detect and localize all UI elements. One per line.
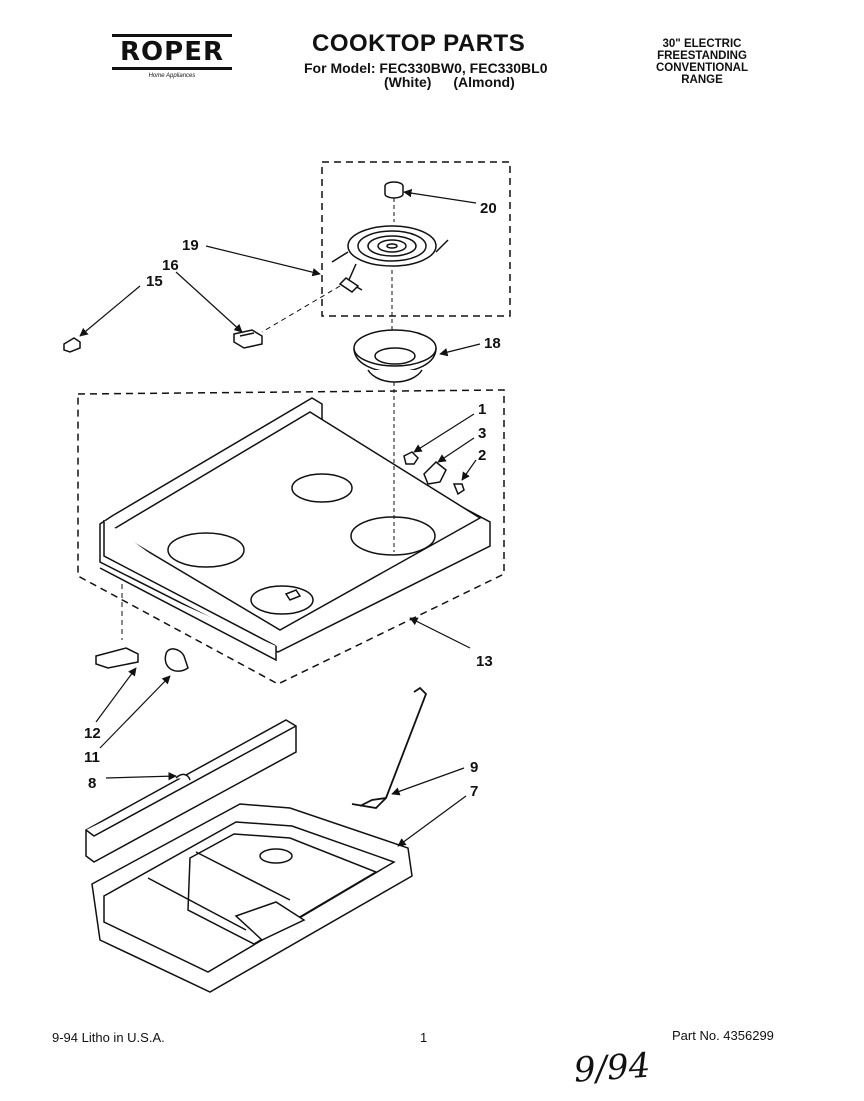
callout-7: 7 [470, 783, 478, 800]
model-line: For Model: FEC330BW0, FEC330BL0 [304, 60, 548, 76]
leader-16 [175, 271, 243, 333]
brand-name: ROPER [120, 37, 224, 67]
print-info: 9-94 Litho in U.S.A. [52, 1030, 165, 1045]
leader-8 [105, 772, 177, 781]
callout-16: 16 [162, 257, 179, 274]
part-number: Part No. 4356299 [672, 1028, 774, 1043]
page-number: 1 [420, 1030, 428, 1045]
brand-logo: ROPER Home Appliances [112, 34, 232, 79]
leader-1 [413, 413, 475, 453]
model-variants: (White) (Almond) [384, 74, 533, 90]
callout-11: 11 [84, 749, 100, 766]
bumper-part [164, 648, 189, 672]
variant-white: (White) [384, 74, 432, 90]
receptacle-part [95, 647, 139, 669]
leader-20 [403, 188, 477, 204]
tray-part [91, 803, 413, 993]
element-assembly-box [321, 161, 511, 317]
variant-almond: (Almond) [453, 74, 515, 90]
leader-18 [439, 343, 481, 357]
callout-15: 15 [146, 273, 163, 290]
callout-19: 19 [182, 237, 199, 254]
range-line-1: 30" ELECTRIC [662, 38, 742, 50]
leader-12 [95, 667, 137, 723]
callout-2: 2 [478, 447, 486, 464]
leader-7 [397, 795, 467, 847]
leader-3 [437, 437, 475, 463]
leader-11 [99, 675, 171, 749]
clip-part [63, 337, 81, 353]
range-line-3: CONVENTIONAL [656, 62, 748, 74]
surface-element-part [331, 225, 449, 293]
terminal-block-part [233, 329, 263, 349]
drip-bowl-part [353, 329, 437, 383]
nut-part [403, 451, 419, 465]
leader-9 [391, 767, 465, 796]
cooktop-assembly-box [77, 389, 505, 685]
cooktop-part [99, 397, 491, 662]
callout-20: 20 [480, 200, 497, 217]
page-title: COOKTOP PARTS [312, 30, 526, 57]
bracket-part [423, 460, 447, 485]
callout-12: 12 [84, 725, 101, 742]
trim-part [85, 719, 297, 863]
callout-9: 9 [470, 759, 478, 776]
screw-part [452, 483, 465, 496]
brand-tagline: Home Appliances [148, 73, 196, 79]
leader-2 [461, 459, 477, 481]
knob-cap-part [384, 181, 404, 199]
range-description: 30" ELECTRIC FREESTANDING CONVENTIONAL R… [642, 38, 762, 86]
callout-18: 18 [484, 335, 501, 352]
callout-8: 8 [88, 775, 96, 792]
handwritten-date: 9/94 [573, 1046, 652, 1091]
leader-15 [79, 285, 141, 337]
leader-19 [205, 245, 321, 277]
leader-13 [409, 617, 471, 649]
rod-part [351, 686, 428, 809]
callout-1: 1 [478, 401, 486, 418]
callout-3: 3 [478, 425, 486, 442]
callout-13: 13 [476, 653, 493, 670]
range-line-4: RANGE [681, 74, 723, 86]
range-line-2: FREESTANDING [657, 50, 747, 62]
